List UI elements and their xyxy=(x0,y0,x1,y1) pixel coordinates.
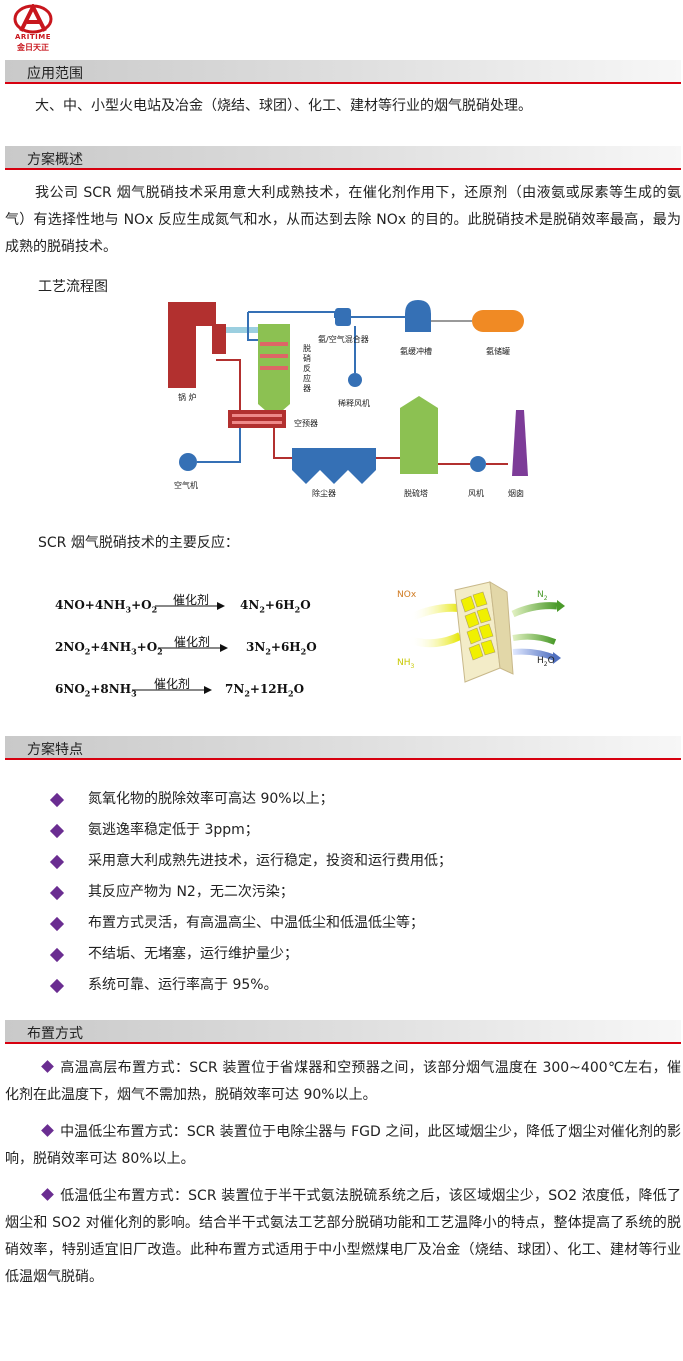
mixer-shape xyxy=(335,308,351,326)
company-logo: ARITIME 金日天正 xyxy=(7,2,59,54)
features-list: 氮氧化物的脱除效率可高达 90%以上； 氨逃逸率稳定低于 3ppm； 采用意大利… xyxy=(48,784,668,1001)
storage-tank-shape xyxy=(472,310,524,332)
list-item: 氨逃逸率稳定低于 3ppm； xyxy=(48,815,668,846)
flow-title: 工艺流程图 xyxy=(38,279,108,295)
label-reactor: 脱 硝 反 应 器 xyxy=(303,344,311,393)
diamond-bullet-icon xyxy=(41,1124,54,1137)
layout-high-temp-text: 高温高层布置方式：SCR 装置位于省煤器和空预器之间，该部分烟气温度在 300~… xyxy=(5,1060,681,1103)
diamond-bullet-icon xyxy=(49,854,65,869)
catalyst-honeycomb-icon xyxy=(408,581,565,683)
chimney-shape xyxy=(512,410,528,476)
label-n2: N2 xyxy=(537,590,548,602)
section-header-overview: 方案概述 xyxy=(5,146,681,170)
dilution-fan-shape xyxy=(348,373,362,387)
list-item: 氮氧化物的脱除效率可高达 90%以上； xyxy=(48,784,668,815)
buffer-tank-shape xyxy=(405,300,431,332)
label-nh3: NH3 xyxy=(397,658,415,670)
application-text: 大、中、小型火电站及冶金（烧结、球团）、化工、建材等行业的烟气脱硝处理。 xyxy=(35,98,532,114)
equation-1-left: 4NO+4NH3+O2 xyxy=(55,598,158,615)
list-item: 其反应产物为 N2，无二次污染； xyxy=(48,877,668,908)
air-blower-shape xyxy=(179,453,197,471)
section-header-features: 方案特点 xyxy=(5,736,681,760)
label-buffer-tank: 氨缓冲槽 xyxy=(400,347,432,356)
catalyst-figure: NOx NH3 N2 H2O xyxy=(395,578,565,688)
label-fan: 风机 xyxy=(468,489,484,498)
layout-mid-temp-text: 中温低尘布置方式：SCR 装置位于电除尘器与 FGD 之间，此区域烟尘少，降低了… xyxy=(5,1124,681,1167)
flow-graphic xyxy=(168,300,528,484)
section-header-layout: 布置方式 xyxy=(5,1020,681,1044)
label-nox: NOx xyxy=(397,590,417,600)
overview-text: 我公司 SCR 烟气脱硝技术采用意大利成熟技术，在催化剂作用下，还原剂（由液氨或… xyxy=(5,185,681,255)
label-storage-tank: 氨储罐 xyxy=(486,347,510,356)
equation-2-left: 2NO2+4NH3+O2 xyxy=(55,640,163,657)
equation-3-left: 6NO2+8NH3 xyxy=(55,682,137,699)
label-boiler: 锅 炉 xyxy=(178,393,197,402)
desulfurizer-shape xyxy=(400,408,438,474)
equation-3-right: 7N2+12H2O xyxy=(225,682,305,699)
label-dilution-fan: 稀释风机 xyxy=(338,399,370,408)
diamond-bullet-icon xyxy=(49,823,65,838)
diamond-bullet-icon xyxy=(49,947,65,962)
section-title: 应用范围 xyxy=(27,66,83,82)
section-title: 布置方式 xyxy=(27,1026,83,1042)
logo-brand-text: ARITIME xyxy=(14,33,52,41)
label-dust-collector: 除尘器 xyxy=(312,489,336,498)
process-flow-diagram: 氨/空气混合器 氨缓冲槽 氨储罐 脱 硝 反 应 器 稀释风机 锅 炉 空预器 … xyxy=(160,300,530,500)
logo-brand-cn: 金日天正 xyxy=(17,43,49,52)
section-header-application: 应用范围 xyxy=(5,60,681,84)
list-item: 不结垢、无堵塞，运行维护量少； xyxy=(48,939,668,970)
layout-low-temp-text: 低温低尘布置方式：SCR 装置位于半干式氨法脱硫系统之后，该区域烟尘少，SO2 … xyxy=(5,1188,681,1285)
list-item: 系统可靠、运行率高于 95%。 xyxy=(48,970,668,1001)
label-h2o: H2O xyxy=(537,656,555,668)
list-item: 采用意大利成熟先进技术，运行稳定，投资和运行费用低； xyxy=(48,846,668,877)
diamond-bullet-icon xyxy=(49,978,65,993)
diamond-bullet-icon xyxy=(49,885,65,900)
air-preheater-shape xyxy=(228,410,286,428)
boiler-shape xyxy=(168,302,196,388)
diamond-bullet-icon xyxy=(41,1060,54,1073)
label-mixer: 氨/空气混合器 xyxy=(318,335,369,344)
label-air-blower: 空气机 xyxy=(174,481,198,490)
section-title: 方案特点 xyxy=(27,742,83,758)
fan-shape xyxy=(470,456,486,472)
equation-1-right: 4N2+6H2O xyxy=(240,598,311,615)
section-title: 方案概述 xyxy=(27,152,83,168)
dust-collector-shape xyxy=(292,448,376,470)
diamond-bullet-icon xyxy=(49,792,65,807)
label-desulfurizer: 脱硫塔 xyxy=(404,489,428,498)
reaction-title: SCR 烟气脱硝技术的主要反应： xyxy=(38,535,239,551)
equation-2-right: 3N2+6H2O xyxy=(246,640,317,657)
label-air-preheater: 空预器 xyxy=(294,419,318,428)
reactor-shape xyxy=(258,324,290,404)
diamond-bullet-icon xyxy=(49,916,65,931)
label-chimney: 烟囱 xyxy=(508,489,524,498)
diamond-bullet-icon xyxy=(41,1188,54,1201)
list-item: 布置方式灵活，有高温高尘、中温低尘和低温低尘等； xyxy=(48,908,668,939)
logo-mark-icon xyxy=(13,2,53,34)
